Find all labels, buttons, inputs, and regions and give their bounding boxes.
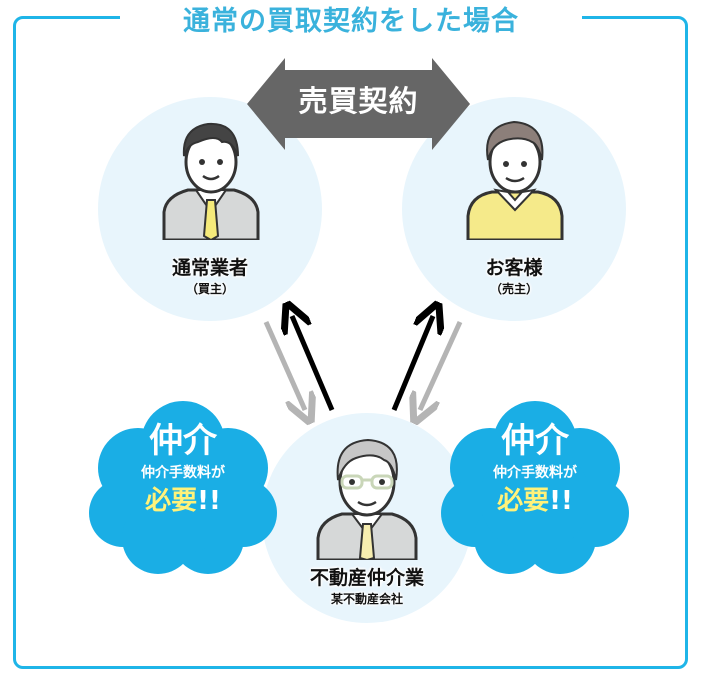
- left-fee-cloud-icon: [89, 401, 277, 574]
- contract-label: 売買契約: [298, 84, 419, 118]
- right-cloud-heading: 仲介: [501, 421, 569, 461]
- arrow-broker-to-seller-icon: [391, 316, 433, 411]
- arrow-broker-to-buyer-icon: [292, 316, 335, 411]
- left-fee-cloud: 仲介 仲介手数料が 必要!!: [88, 420, 278, 518]
- buyer-role: （買主）: [185, 282, 234, 296]
- left-cloud-text: 仲介手数料が: [141, 465, 225, 481]
- diagram-title: 通常の買取契約をした場合: [183, 5, 519, 37]
- arrow-buyer-to-broker-icon: [263, 320, 305, 410]
- left-cloud-need: 必要: [145, 486, 198, 516]
- broker-label: 不動産仲介業 某不動産会社: [267, 566, 467, 608]
- seller-label: お客様 （売主）: [414, 256, 614, 298]
- arrow-seller-to-broker-icon: [420, 320, 463, 410]
- broker-senior-businessman-icon: [316, 438, 418, 560]
- right-fee-cloud-icon: [441, 401, 629, 574]
- broker-company: 某不動産会社: [330, 592, 403, 606]
- buyer-businessman-icon: [162, 122, 260, 240]
- seller-role: （売主）: [489, 282, 538, 296]
- buyer-label: 通常業者 （買主）: [110, 256, 310, 298]
- right-cloud-exclaim: !!: [549, 486, 573, 516]
- right-fee-cloud: 仲介 仲介手数料が 必要!!: [440, 420, 630, 518]
- contract-double-arrow-icon: [247, 58, 470, 150]
- buyer-name: 通常業者: [171, 257, 248, 279]
- seller-customer-icon: [466, 120, 564, 240]
- left-cloud-heading: 仲介: [149, 421, 217, 461]
- right-cloud-need: 必要: [497, 486, 550, 516]
- left-cloud-exclaim: !!: [197, 486, 221, 516]
- title-bar: 通常の買取契約をした場合: [120, 0, 582, 37]
- broker-name: 不動産仲介業: [309, 567, 424, 589]
- seller-name: お客様: [485, 257, 543, 279]
- right-cloud-text: 仲介手数料が: [493, 465, 577, 481]
